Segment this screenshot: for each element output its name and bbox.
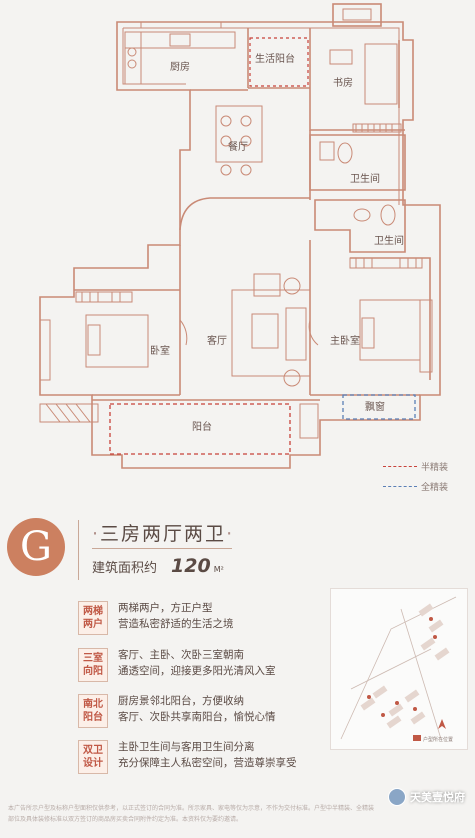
legal-disclaimer: 本广告所示户型及标称户型面积仅供参考，以正式签订的合同为准。所示家具、家电等仅为… [8, 805, 375, 823]
room-label-service-balcony: 生活阳台 [255, 52, 295, 65]
room-label-bath2: 卫生间 [374, 234, 404, 247]
feature-tag: 三室向阳 [78, 648, 108, 682]
area-value: 120 [171, 555, 211, 577]
map-location-label: 户型所在位置 [423, 736, 453, 743]
title-dot-right: · [226, 523, 235, 545]
feature-line: 厨房景邻北阳台，方便收纳 [118, 695, 244, 707]
room-label-bedroom: 卧室 [150, 344, 170, 357]
blue-dash-swatch [383, 485, 417, 487]
feature-line: 客厅、次卧共享南阳台，愉悦心情 [118, 711, 276, 723]
feature-tag: 两梯两户 [78, 601, 108, 635]
floor-plan: 厨房 生活阳台 书房 餐厅 卫生间 卫生间 卧室 客厅 主卧室 飘窗 阳台 [39, 3, 441, 469]
unit-type-badge: G [7, 518, 65, 576]
divider-horizontal [92, 548, 232, 549]
feature-line: 主卧卫生间与客用卫生间分离 [118, 741, 255, 753]
floor-area: 建筑面积约 120 M² [92, 555, 224, 577]
title-dot-left: · [92, 523, 101, 545]
feature-item: 两梯两户 两梯两户，方正户型 营造私密舒适的生活之境 [78, 601, 234, 635]
feature-line: 营造私密舒适的生活之境 [118, 618, 234, 630]
site-location-map: 户型所在位置 [330, 588, 468, 750]
room-label-balcony: 阳台 [192, 420, 212, 433]
site-map-graphic: 户型所在位置 [340, 596, 457, 743]
finish-legend: 半精装 全精装 [383, 456, 448, 496]
feature-text: 两梯两户，方正户型 营造私密舒适的生活之境 [118, 600, 234, 632]
red-dash-swatch [383, 465, 417, 467]
feature-text: 客厅、主卧、次卧三室朝南 通透空间，迎接更多阳光清风入室 [118, 647, 276, 679]
legend-full-label: 全精装 [421, 482, 449, 493]
room-label-bay-window: 飘窗 [365, 400, 385, 413]
feature-line: 充分保障主人私密空间，营造尊崇享受 [118, 757, 297, 769]
feature-item: 南北阳台 厨房景邻北阳台，方便收纳 客厅、次卧共享南阳台，愉悦心情 [78, 694, 276, 728]
divider-vertical [78, 520, 79, 580]
room-label-master: 主卧室 [330, 334, 360, 347]
room-label-living: 客厅 [207, 334, 227, 347]
legend-half-finished: 半精装 [383, 456, 448, 476]
room-label-dining: 餐厅 [228, 140, 248, 153]
north-arrow-icon [438, 719, 446, 729]
feature-tag: 双卫设计 [78, 740, 108, 774]
feature-text: 主卧卫生间与客用卫生间分离 充分保障主人私密空间，营造尊崇享受 [118, 739, 297, 771]
feature-line: 两梯两户，方正户型 [118, 602, 213, 614]
watermark: 天美壹悦府 [388, 788, 465, 806]
feature-item: 双卫设计 主卧卫生间与客用卫生间分离 充分保障主人私密空间，营造尊崇享受 [78, 740, 297, 774]
feature-line: 通透空间，迎接更多阳光清风入室 [118, 665, 276, 677]
feature-text: 厨房景邻北阳台，方便收纳 客厅、次卧共享南阳台，愉悦心情 [118, 693, 276, 725]
location-marker-icon [413, 735, 421, 741]
area-label: 建筑面积约 [92, 561, 158, 576]
room-label-bath1: 卫生间 [350, 172, 380, 185]
unit-title-text: 三房两厅两卫 [100, 523, 227, 545]
wechat-logo-icon [388, 788, 406, 806]
feature-tag: 南北阳台 [78, 694, 108, 728]
watermark-text: 天美壹悦府 [410, 791, 465, 804]
room-label-study: 书房 [333, 76, 353, 89]
feature-line: 客厅、主卧、次卧三室朝南 [118, 649, 244, 661]
unit-title: ·三房两厅两卫· [92, 519, 234, 546]
legend-full-finished: 全精装 [383, 476, 448, 496]
legend-half-label: 半精装 [421, 462, 449, 473]
room-label-kitchen: 厨房 [170, 60, 190, 73]
area-unit: M² [213, 565, 224, 574]
feature-item: 三室向阳 客厅、主卧、次卧三室朝南 通透空间，迎接更多阳光清风入室 [78, 648, 276, 682]
